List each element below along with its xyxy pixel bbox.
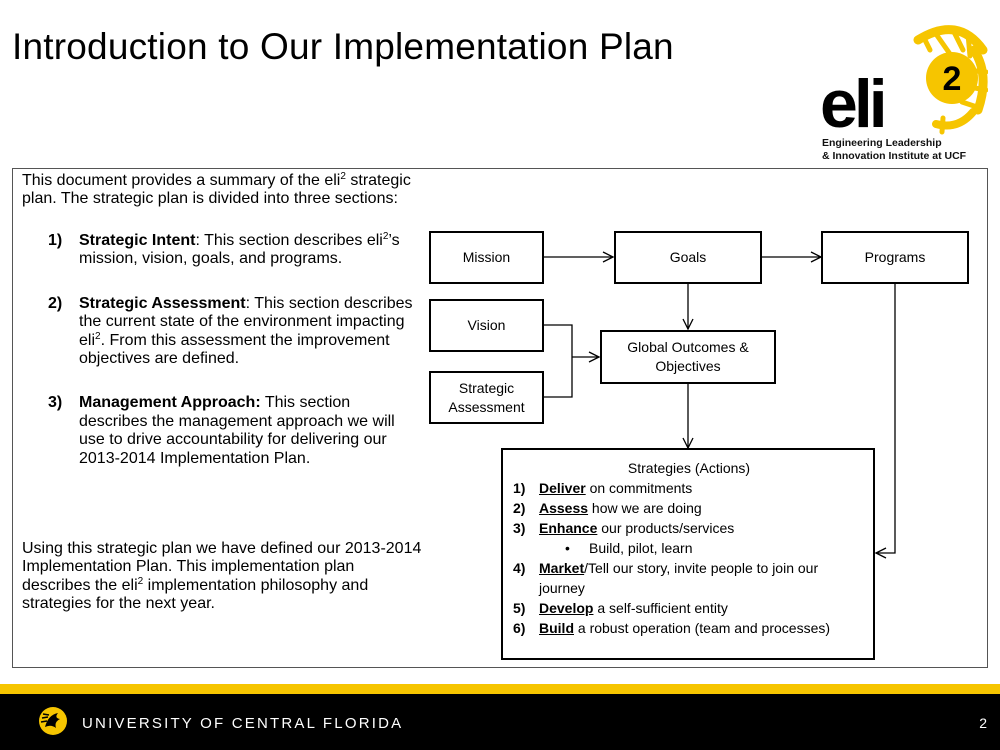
strategy-item: 1)Deliver on commitments — [513, 480, 693, 496]
logo-subtitle: Engineering Leadership & Innovation Inst… — [822, 137, 966, 163]
goals-box: Goals — [614, 231, 762, 284]
pegasus-icon — [39, 707, 67, 735]
page-number: 2 — [979, 715, 987, 731]
closing-paragraph: Using this strategic plan we have define… — [22, 540, 422, 613]
content-frame — [12, 168, 988, 668]
svg-text:2: 2 — [943, 60, 962, 98]
vision-box: Vision — [429, 299, 544, 352]
eli2-logo: 2 eli — [820, 25, 988, 142]
strategic-assessment-box: Strategic Assessment — [429, 371, 544, 424]
strategy-item: 3)Enhance our products/services — [513, 520, 735, 536]
university-name: UNIVERSITY OF CENTRAL FLORIDA — [82, 715, 404, 732]
section-item: 3)Management Approach: This section desc… — [48, 394, 395, 467]
section-list: 1)Strategic Intent: This section describ… — [48, 232, 418, 487]
strategy-item: 2)Assess how we are doing — [513, 500, 702, 516]
strategy-subitem: •Build, pilot, learn — [565, 540, 693, 556]
programs-box: Programs — [821, 231, 969, 284]
strategy-item: 5)Develop a self-sufficient entity — [513, 600, 728, 616]
logo-subtitle-line2: & Innovation Institute at UCF — [822, 150, 967, 162]
slide-title: Introduction to Our Implementation Plan — [12, 26, 674, 67]
intro-paragraph: This document provides a summary of the … — [22, 171, 411, 208]
strategies-title: Strategies (Actions) — [627, 460, 751, 476]
global-outcomes-box: Global Outcomes & Objectives — [600, 330, 776, 384]
strategy-item: 4)Market/Tell our story, invite people t… — [513, 560, 819, 596]
mission-box: Mission — [429, 231, 544, 284]
svg-text:eli: eli — [820, 66, 884, 142]
section-item: 1)Strategic Intent: This section describ… — [48, 231, 400, 268]
logo-subtitle-line1: Engineering Leadership — [822, 137, 942, 149]
strategies-box: Strategies (Actions) 1)Deliver on commit… — [501, 448, 875, 660]
strategy-item: 6)Build a robust operation (team and pro… — [513, 620, 831, 636]
footer-gold-stripe — [0, 684, 1000, 694]
footer-bar: UNIVERSITY OF CENTRAL FLORIDA 2 — [0, 684, 1000, 750]
section-item: 2)Strategic Assessment: This section des… — [48, 294, 413, 368]
strategies-list: 1)Deliver on commitments 2)Assess how we… — [513, 478, 865, 638]
